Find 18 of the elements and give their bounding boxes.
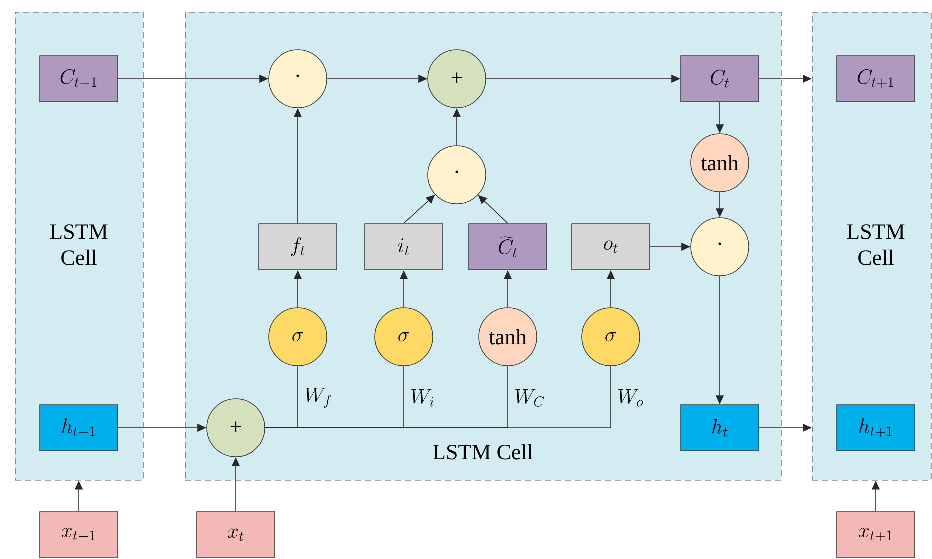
state-box: $C_{t-1}$ [40,56,118,102]
gate-box: $f_t$ [258,224,338,270]
gate-box: $i_t$ [364,224,444,270]
gate-box: $o_t$ [572,224,650,270]
candidate-box: $\widetilde{C}_t$ [468,224,548,270]
input-box: $x_t$ [196,512,276,558]
connector-line [265,366,612,428]
input-box: $x_{t-1}$ [40,512,118,558]
edge-label: $W_o$ [616,388,645,408]
state-box: $h_{t-1}$ [40,404,118,452]
edge-label: $W_f$ [303,386,334,410]
state-box: $C_{t+1}$ [836,56,916,102]
state-box: $h_{t+1}$ [836,404,916,452]
edge-label: $W_C$ [513,388,546,408]
input-box: $x_{t+1}$ [836,512,916,558]
edge-label: $W_i$ [409,388,436,408]
state-box: $h_t$ [680,404,760,452]
state-box: $C_t$ [680,56,760,102]
